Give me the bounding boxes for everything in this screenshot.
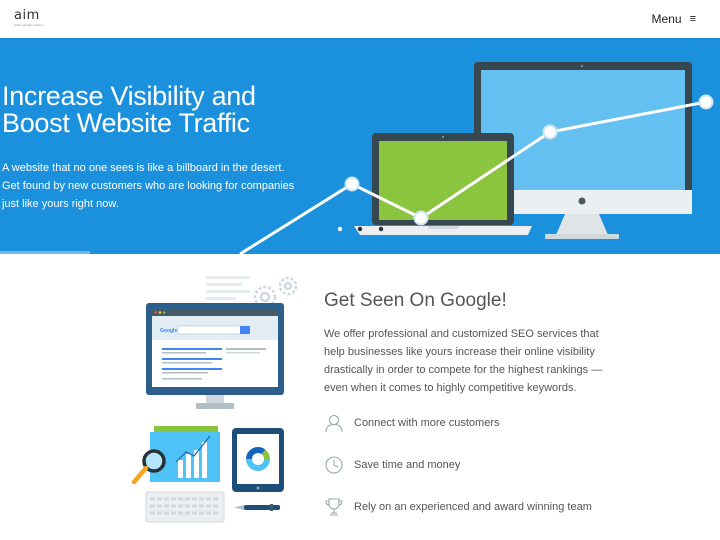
- logo-tagline: online growth systems: [14, 23, 44, 27]
- tablet-illustration: [232, 428, 284, 492]
- magnifier-icon: [131, 449, 166, 485]
- hero-title: Increase Visibility and Boost Website Tr…: [2, 83, 302, 137]
- feature-item-team: Rely on an experienced and award winning…: [324, 497, 592, 517]
- google-search-label: Google: [160, 328, 177, 334]
- growth-point: [698, 94, 714, 110]
- feature-item-save: Save time and money: [324, 455, 460, 475]
- hero-title-line-2: Boost Website Traffic: [2, 108, 250, 138]
- laptop-illustration: [354, 133, 532, 235]
- user-icon: [325, 414, 343, 433]
- seo-illustration: Google: [131, 276, 298, 523]
- background-doc-lines: [206, 276, 250, 300]
- carousel-dots: [337, 226, 384, 232]
- growth-point: [542, 124, 558, 140]
- feature-label: Connect with more customers: [354, 417, 500, 429]
- gear-icon: [253, 276, 298, 309]
- feature-label: Rely on an experienced and award winning…: [354, 501, 592, 513]
- monitor-illustration: Google: [146, 303, 284, 409]
- feature-label: Save time and money: [354, 459, 461, 471]
- pen-icon: [234, 504, 280, 511]
- section-description: We offer professional and customized SEO…: [324, 328, 603, 394]
- section-title: Get Seen On Google!: [324, 290, 507, 311]
- keyboard-illustration: [145, 491, 225, 523]
- hero-banner: Increase Visibility and Boost Website Tr…: [0, 38, 720, 254]
- menu-button[interactable]: Menu ≡: [652, 12, 696, 26]
- logo-word: aim: [14, 8, 40, 23]
- menu-label: Menu: [651, 12, 682, 26]
- hero-illustration: [239, 62, 714, 254]
- hero-progress-bar: [0, 251, 90, 254]
- hero-title-line-1: Increase Visibility and: [2, 81, 256, 111]
- analytics-docs-illustration: [150, 426, 220, 482]
- feature-item-connect: Connect with more customers: [324, 413, 500, 433]
- site-header: aim online growth systems Menu ≡: [0, 0, 720, 38]
- clock-icon: [325, 456, 343, 474]
- logo[interactable]: aim online growth systems: [14, 9, 44, 29]
- growth-point: [413, 210, 429, 226]
- hero-description: A website that no one sees is like a bil…: [2, 162, 295, 210]
- trophy-icon: [325, 498, 343, 516]
- hamburger-icon: ≡: [689, 13, 696, 25]
- growth-point: [344, 176, 360, 192]
